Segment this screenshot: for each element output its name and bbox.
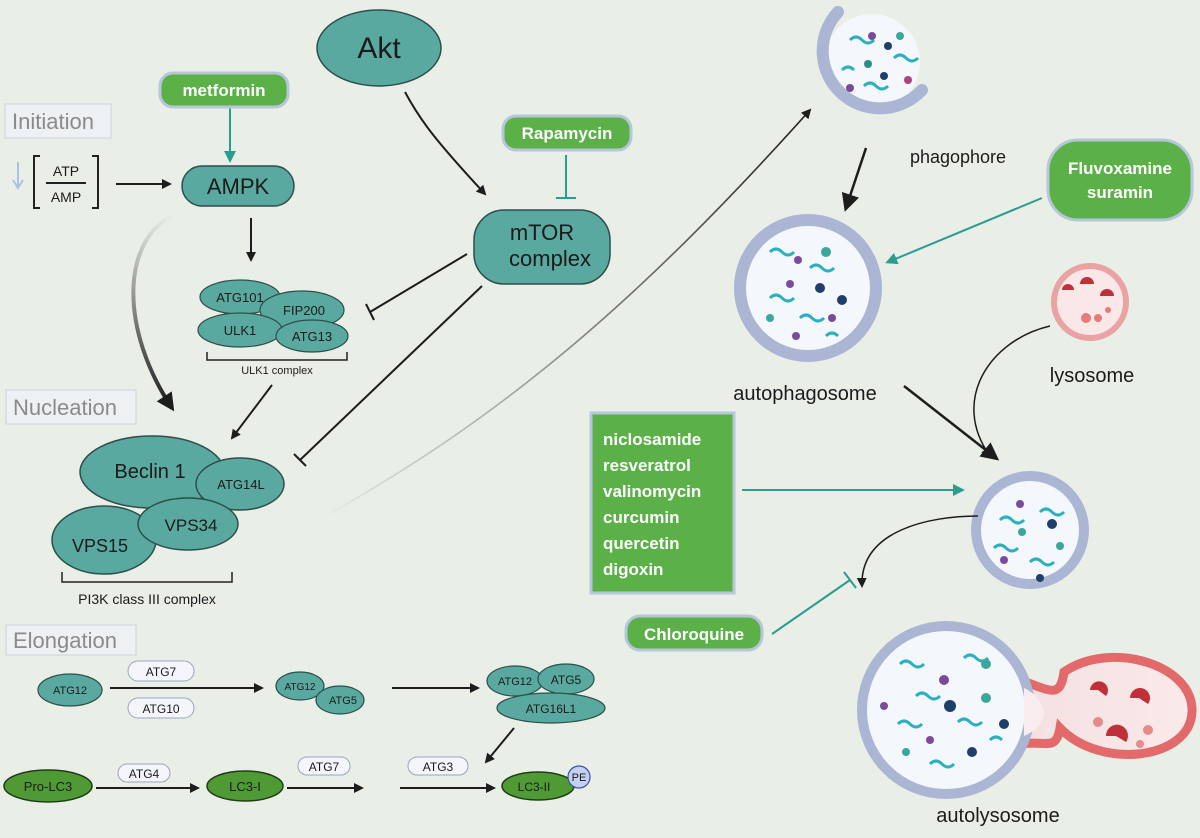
- svg-text:ATG5: ATG5: [551, 673, 582, 687]
- inhibit-rapamycin-mtor: [556, 155, 576, 199]
- atg14l-protein: [195, 457, 285, 511]
- svg-text:PE: PE: [572, 772, 587, 784]
- inhibit-mtor-ulk1: [365, 253, 468, 321]
- ulk1-complex: ATG101 FIP200 ULK1 ATG13 ULK1 complex: [197, 279, 349, 377]
- stage-label-elongation: Elongation: [5, 624, 137, 656]
- inhibit-chloroquine-fusion: [771, 571, 857, 635]
- autolysosome-vesicle: [857, 621, 1197, 799]
- svg-text:Rapamycin: Rapamycin: [522, 124, 613, 143]
- arrow-nucleation-to-phagophore: [317, 108, 812, 521]
- phagophore-vesicle: [816, 6, 928, 115]
- arrow-lysosome-to-fusion: [973, 325, 1051, 458]
- svg-text:niclosamide: niclosamide: [603, 430, 701, 449]
- svg-text:ATG14L: ATG14L: [217, 477, 264, 492]
- svg-text:quercetin: quercetin: [603, 534, 680, 553]
- svg-text:ATG7: ATG7: [309, 760, 340, 774]
- svg-text:ULK1 complex: ULK1 complex: [241, 365, 313, 377]
- svg-text:ATG3: ATG3: [423, 760, 454, 774]
- pi3k-complex: Beclin 1 ATG14L VPS34 VPS15 PI3K class I…: [51, 435, 285, 607]
- akt-node: Akt: [316, 9, 442, 87]
- svg-text:AMPK: AMPK: [207, 174, 270, 199]
- arrow-atg16l1-to-lc3ii: [484, 727, 515, 764]
- vps34-protein: [137, 497, 239, 551]
- svg-text:PI3K class III complex: PI3K class III complex: [78, 591, 216, 607]
- svg-text:Fluvoxamine: Fluvoxamine: [1068, 159, 1172, 178]
- svg-text:ATG12: ATG12: [498, 676, 532, 688]
- svg-text:Nucleation: Nucleation: [13, 395, 117, 420]
- fusing-vesicle: [971, 471, 1089, 589]
- svg-text:curcumin: curcumin: [603, 508, 680, 527]
- down-arrow-icon: [12, 162, 24, 190]
- svg-text:ATG7: ATG7: [146, 665, 177, 679]
- inhibit-mtor-pi3k: [293, 285, 483, 467]
- svg-text:ATG5: ATG5: [329, 695, 357, 707]
- arrow-ulk1-to-pi3k: [230, 384, 273, 440]
- svg-text:ATG16L1: ATG16L1: [526, 702, 577, 716]
- svg-text:Beclin 1: Beclin 1: [114, 461, 185, 483]
- pe-lipid: [567, 765, 591, 789]
- ampk-node: AMPK: [181, 165, 295, 207]
- lysosome-label: lysosome: [1050, 365, 1134, 387]
- svg-text:ATG4: ATG4: [129, 767, 160, 781]
- svg-text:ATP: ATP: [53, 163, 79, 179]
- chloroquine-drug: Chloroquine: [624, 614, 764, 652]
- atg10-enzyme-label: [127, 697, 195, 719]
- svg-text:valinomycin: valinomycin: [603, 482, 701, 501]
- svg-text:Elongation: Elongation: [13, 628, 117, 653]
- lysosome-vesicle: [1051, 263, 1129, 341]
- drug-list-box: niclosamide resveratrol valinomycin curc…: [589, 411, 736, 595]
- svg-text:ATG12: ATG12: [53, 685, 87, 697]
- svg-text:ATG101: ATG101: [216, 290, 263, 305]
- arrow-phagophore-to-autophagosome: [841, 147, 868, 212]
- arrow-akt-to-mtor: [404, 91, 487, 196]
- stage-label-nucleation: Nucleation: [5, 389, 137, 425]
- arrow-autophagosome-to-fusion: [903, 385, 1000, 461]
- svg-text:LC3-II: LC3-II: [518, 780, 551, 794]
- arrow-ampk-to-beclin: [131, 212, 176, 412]
- svg-text:ATG13: ATG13: [292, 329, 332, 344]
- arrow-fusion-to-autolysosome: [856, 515, 979, 588]
- lc3-processing: Pro-LC3 ATG4 LC3-I ATG7 ATG3 LC3-II PE: [3, 756, 591, 803]
- atg12-conjugation: ATG12 ATG7 ATG10 ATG12 ATG5 ATG12 ATG5 A…: [37, 660, 606, 724]
- svg-text:AMP: AMP: [51, 189, 81, 205]
- fluvoxamine-suramin-drug: Fluvoxamine suramin: [1046, 138, 1194, 222]
- svg-text:VPS15: VPS15: [72, 536, 128, 556]
- stage-label-initiation: Initiation: [4, 103, 112, 139]
- svg-text:ATG12: ATG12: [285, 682, 316, 693]
- svg-text:Initiation: Initiation: [12, 109, 94, 134]
- phagophore-label: phagophore: [910, 147, 1006, 167]
- svg-text:ATG10: ATG10: [142, 702, 179, 716]
- svg-text:complex: complex: [509, 246, 591, 271]
- mtor-complex-node: mTOR complex: [473, 209, 611, 285]
- autophagosome-label: autophagosome: [733, 383, 876, 405]
- autolysosome-label: autolysosome: [936, 805, 1059, 827]
- svg-text:FIP200: FIP200: [283, 303, 325, 318]
- svg-text:resveratrol: resveratrol: [603, 456, 691, 475]
- svg-text:Chloroquine: Chloroquine: [644, 625, 744, 644]
- svg-text:digoxin: digoxin: [603, 560, 663, 579]
- autophagosome-vesicle: [734, 214, 882, 362]
- rapamycin-drug: Rapamycin: [501, 114, 633, 152]
- svg-text:Akt: Akt: [357, 32, 401, 65]
- svg-text:suramin: suramin: [1087, 183, 1153, 202]
- svg-text:LC3-I: LC3-I: [229, 779, 261, 794]
- arrow-fluvoxamine-to-autophagosome: [885, 197, 1043, 265]
- atp-amp-ratio: ATP AMP: [12, 155, 99, 209]
- svg-text:VPS34: VPS34: [165, 516, 218, 535]
- metformin-drug: metformin: [158, 71, 290, 109]
- atg13-protein: [275, 319, 349, 353]
- svg-text:Pro-LC3: Pro-LC3: [24, 779, 72, 794]
- svg-text:metformin: metformin: [182, 81, 265, 100]
- atg7-enzyme-label: [127, 660, 195, 682]
- svg-text:ULK1: ULK1: [224, 323, 257, 338]
- svg-text:mTOR: mTOR: [510, 220, 574, 245]
